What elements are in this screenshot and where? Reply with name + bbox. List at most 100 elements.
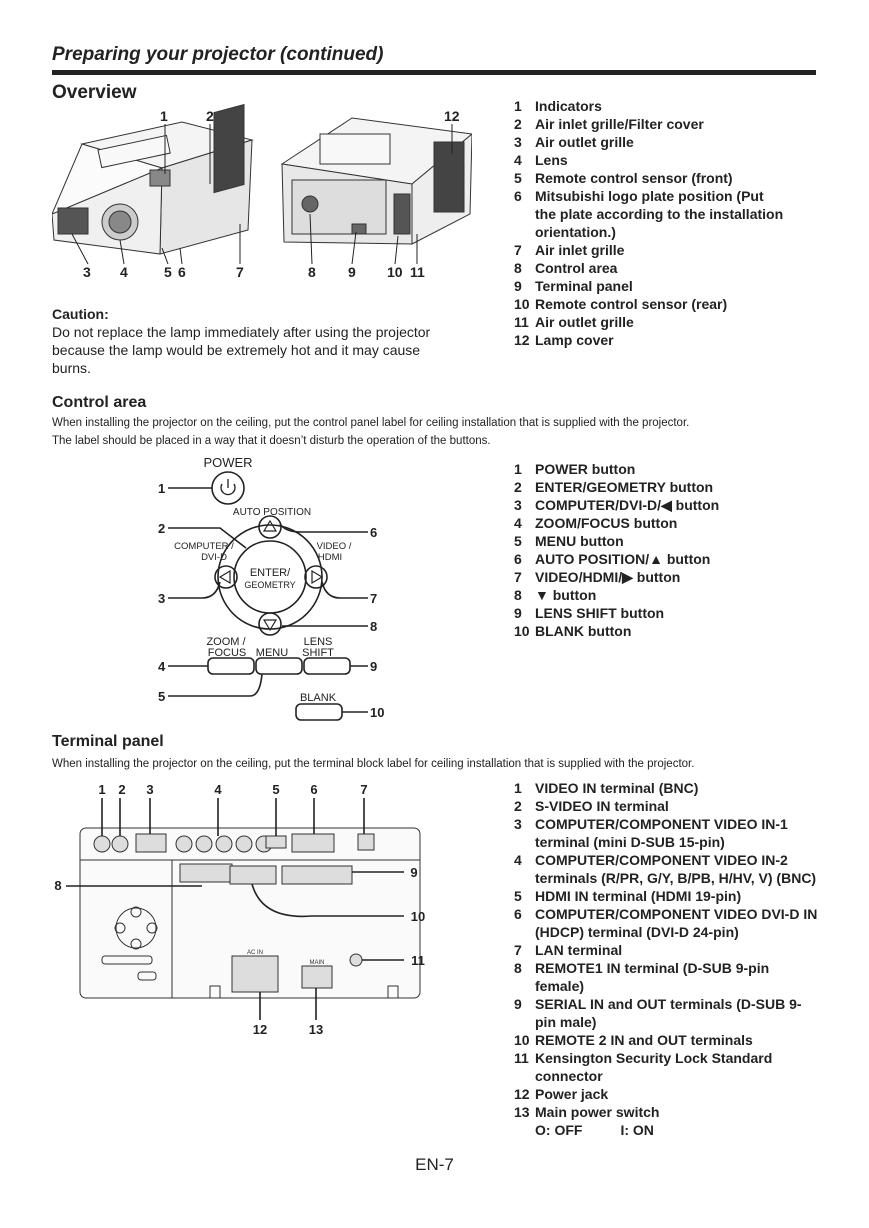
callout-11: 11 — [410, 264, 425, 280]
callout-12: 12 — [444, 108, 460, 124]
ctrl-callout-2: 2 — [158, 521, 165, 536]
enter-label-2: GEOMETRY — [244, 580, 295, 590]
term-callout-1: 1 — [98, 782, 105, 797]
callout-7: 7 — [236, 264, 244, 280]
page-number: EN-7 — [415, 1155, 454, 1174]
lens-label-1: LENS — [304, 636, 333, 648]
callout-5: 5 — [164, 264, 172, 280]
power-jack — [231, 955, 279, 993]
term-callout-13: 13 — [309, 1022, 323, 1037]
callout-1: 1 — [160, 108, 168, 124]
left-button — [214, 565, 238, 589]
power-icon — [220, 479, 236, 496]
term-callout-12: 12 — [253, 1022, 267, 1037]
menu-button — [255, 657, 303, 675]
caution-title: Caution: — [52, 306, 109, 322]
term-callout-8: 8 — [54, 878, 61, 893]
ctrl-callout-5: 5 — [158, 689, 165, 704]
lens-shift-button — [303, 657, 351, 675]
lens-label-2: SHIFT — [302, 647, 334, 659]
blank-label: BLANK — [300, 692, 337, 704]
menu-label: MENU — [256, 647, 288, 659]
term-callout-9: 9 — [410, 865, 417, 880]
right-arrow-icon — [311, 569, 324, 585]
caution-text: Do not replace the lamp immediately afte… — [52, 324, 431, 376]
ctrl-callout-8: 8 — [370, 619, 377, 634]
left-arrow-icon — [218, 569, 231, 585]
term-callout-6: 6 — [310, 782, 317, 797]
power-label: POWER — [203, 455, 252, 470]
ctrl-callout-10: 10 — [370, 705, 384, 720]
remote2-ports — [229, 865, 277, 885]
video-label-2: HDMI — [318, 552, 342, 563]
projector-rear — [280, 117, 472, 245]
callout-6: 6 — [178, 264, 186, 280]
hdmi-port — [265, 835, 287, 849]
main-label: MAIN — [310, 960, 325, 966]
term-callout-4: 4 — [214, 782, 222, 797]
up-arrow-icon — [262, 519, 278, 532]
callout-2: 2 — [206, 108, 214, 124]
zoom-focus-button — [207, 657, 255, 675]
enter-label-1: ENTER/ — [250, 567, 291, 579]
right-button — [304, 565, 328, 589]
control-heading: Control area — [52, 394, 147, 411]
callout-4: 4 — [120, 264, 128, 280]
main-switch — [301, 965, 333, 989]
header-rule — [52, 70, 816, 75]
ctrl-callout-1: 1 — [158, 481, 165, 496]
ctrl-callout-3: 3 — [158, 591, 165, 606]
ac-in-label: AC IN — [247, 950, 263, 956]
caution-block: Caution: Do not replace the lamp immedia… — [52, 305, 462, 377]
page-header-title: Preparing your projector (continued) — [52, 44, 384, 65]
zoom-label-1: ZOOM / — [206, 636, 246, 648]
term-callout-2: 2 — [118, 782, 125, 797]
callout-10: 10 — [387, 264, 403, 280]
ctrl-callout-6: 6 — [370, 525, 377, 540]
ctrl-callout-9: 9 — [370, 659, 377, 674]
serial-ports — [281, 865, 353, 885]
remote1-port — [179, 863, 233, 883]
callout-3: 3 — [83, 264, 91, 280]
term-callout-5: 5 — [272, 782, 279, 797]
lock-icon — [349, 953, 363, 967]
term-callout-7: 7 — [360, 782, 367, 797]
computer-label-1: COMPUTER / — [174, 541, 234, 552]
term-callout-10: 10 — [411, 909, 425, 924]
ctrl-callout-4: 4 — [158, 659, 166, 674]
control-panel-diagram: POWER AUTO POSITION COMPUTER / DVI-D VID… — [158, 455, 384, 721]
computer-label-2: DVI-D — [201, 552, 227, 563]
auto-position-label: AUTO POSITION — [233, 507, 311, 518]
lan-port — [357, 833, 375, 851]
blank-button — [295, 703, 343, 721]
